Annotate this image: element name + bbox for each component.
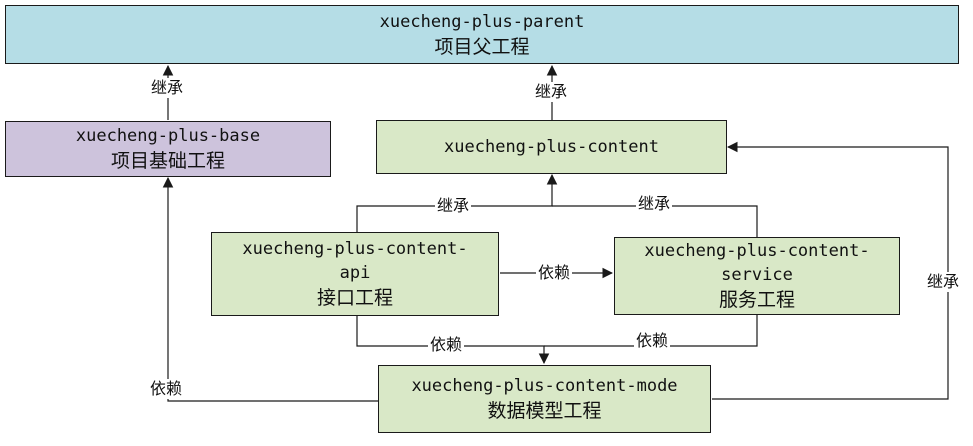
label-api-to-service: 依赖 bbox=[536, 263, 573, 283]
label-api-to-content: 继承 bbox=[435, 196, 472, 216]
node-base-desc: 项目基础工程 bbox=[110, 150, 225, 172]
label-base-to-parent: 继承 bbox=[149, 78, 186, 98]
node-content-name: xuecheng-plus-content bbox=[444, 137, 659, 157]
node-parent: xuecheng-plus-parent 项目父工程 bbox=[5, 5, 959, 64]
edge-service-to-model bbox=[544, 315, 758, 347]
label-service-to-content: 继承 bbox=[636, 194, 673, 214]
edge-model-to-base bbox=[162, 176, 378, 402]
node-base-name: xuecheng-plus-base bbox=[75, 126, 261, 146]
node-api-name-line2: api bbox=[339, 263, 371, 283]
label-api-to-model: 依赖 bbox=[428, 335, 465, 355]
node-parent-desc: 项目父工程 bbox=[434, 35, 530, 58]
node-service: xuecheng-plus-content- service 服务工程 bbox=[614, 237, 900, 315]
node-service-name-line2: service bbox=[721, 265, 793, 285]
label-model-to-content: 继承 bbox=[925, 272, 962, 292]
node-model: xuecheng-plus-content-mode 数据模型工程 bbox=[378, 365, 711, 433]
label-content-to-parent: 继承 bbox=[533, 82, 570, 102]
node-api: xuecheng-plus-content- api 接口工程 bbox=[211, 232, 499, 316]
node-parent-name: xuecheng-plus-parent bbox=[379, 11, 585, 32]
node-base: xuecheng-plus-base 项目基础工程 bbox=[5, 121, 331, 177]
node-service-name-line1: xuecheng-plus-content- bbox=[644, 241, 870, 261]
node-content: xuecheng-plus-content bbox=[376, 120, 727, 174]
node-model-desc: 数据模型工程 bbox=[487, 400, 602, 422]
label-service-to-model: 依赖 bbox=[634, 331, 671, 351]
node-api-name-line1: xuecheng-plus-content- bbox=[242, 239, 468, 259]
node-model-name: xuecheng-plus-content-mode bbox=[411, 376, 678, 396]
node-api-desc: 接口工程 bbox=[316, 287, 393, 309]
node-service-desc: 服务工程 bbox=[718, 289, 795, 311]
edge-service-to-content bbox=[552, 205, 758, 237]
label-model-to-base: 依赖 bbox=[148, 379, 185, 399]
